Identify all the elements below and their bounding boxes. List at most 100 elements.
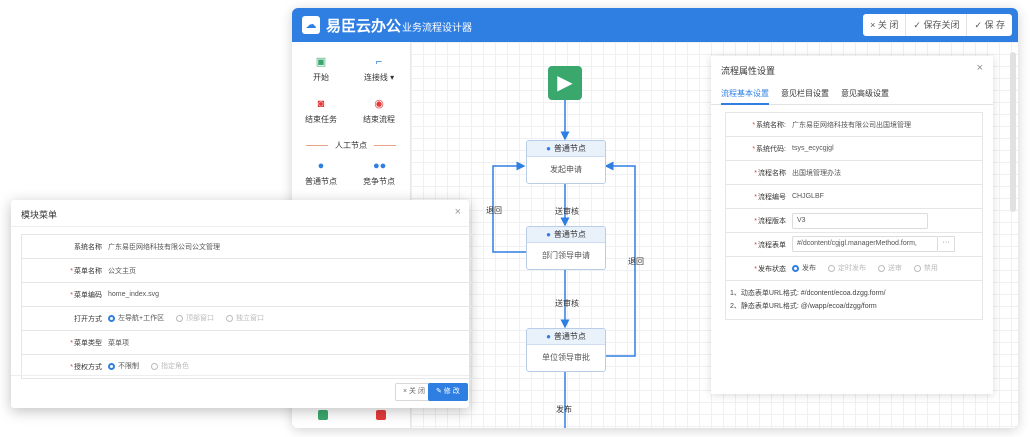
close-button[interactable]: × 关 闭 [870, 20, 899, 30]
flow-node-2[interactable]: ●普通节点 部门领导申请 [526, 226, 606, 270]
auth-radio-role[interactable]: 指定角色 [150, 361, 189, 371]
node-label: 发起申请 [550, 165, 582, 174]
palette-end-flow-label: 结束流程 [363, 115, 395, 124]
palette-start[interactable]: ▣ 开始 [296, 56, 346, 83]
prop-row-form: *流程表单 #/dcontent/cgjgl.managerMethod.for… [726, 233, 982, 257]
field-value[interactable]: home_index.svg [108, 291, 159, 298]
palette-connector-label: 连接线 ▾ [363, 73, 395, 82]
flow-node-1[interactable]: ●普通节点 发起申请 [526, 140, 606, 184]
note-dynamic: 1、动态表单URL格式: #/dcontent/ecoa.dzgg.form/ [730, 290, 886, 297]
palette-end-flow[interactable]: ◉ 结束流程 [354, 98, 404, 125]
manual-node-section: 人工节点 [302, 140, 400, 151]
field-value: tsys_ecycgjgl [792, 145, 834, 152]
palette-end-task-label: 结束任务 [305, 115, 337, 124]
field-label: 菜单名称 [74, 267, 102, 275]
menu-row-menu-name: *菜单名称 公文主页 [22, 259, 472, 283]
node-label: 单位领导审批 [542, 353, 590, 362]
edge-label-back-2: 退回 [628, 257, 644, 266]
module-menu-dialog: 模块菜单 × 系统名称 广东易臣网络科技有限公司公文管理 *菜单名称 公文主页 … [11, 200, 473, 408]
field-label: 流程名称 [758, 169, 786, 177]
field-label: 流程编号 [758, 193, 786, 201]
prop-row-process-code: *流程编号 CHJGLBF [726, 185, 982, 209]
field-value[interactable]: 公文主页 [108, 267, 136, 275]
status-radio-scheduled[interactable]: 定时发布 [827, 263, 866, 273]
field-label: 流程表单 [758, 241, 786, 249]
status-radio-publish[interactable]: 发布 [792, 263, 816, 273]
flow-edges [492, 100, 636, 428]
menu-row-auth-mode: *授权方式 不限制 指定角色 [70, 361, 189, 371]
palette-compete-node-label: 竞争节点 [363, 177, 395, 186]
tab-basic-settings[interactable]: 流程基本设置 [721, 88, 769, 105]
palette-compete-node[interactable]: ●● 竞争节点 [354, 160, 404, 187]
palette-end-task[interactable]: ◙ 结束任务 [296, 98, 346, 125]
prop-row-status: *发布状态 发布 定时发布 送审 禁用 [726, 257, 982, 281]
field-label: 系统名称 [74, 243, 102, 251]
props-form: *系统名称: 广东易臣网络科技有限公司出国境管理 *系统代码: tsys_ecy… [725, 112, 983, 320]
field-label: 系统名称: [756, 121, 786, 129]
close-icon[interactable]: × [976, 62, 983, 74]
user-icon: ● [546, 332, 551, 341]
save-close-button[interactable]: ✓ 保存关闭 [905, 14, 966, 36]
close-icon[interactable]: × [454, 206, 461, 218]
open-radio-standalone[interactable]: 独立窗口 [226, 313, 264, 323]
designer-title: 业务流程设计器 [402, 23, 472, 34]
user-icon: ● [546, 230, 551, 239]
field-label: 发布状态 [758, 265, 786, 273]
panel-title: 流程属性设置 [721, 66, 776, 76]
dialog-title: 模块菜单 [21, 210, 58, 220]
field-label: 授权方式 [74, 363, 102, 371]
start-node[interactable]: ▶ [548, 66, 582, 100]
edge-label-send-1: 送审核 [555, 207, 579, 216]
node-type: 普通节点 [553, 332, 586, 341]
browse-button[interactable]: ··· [938, 235, 955, 252]
menu-form: 系统名称 广东易臣网络科技有限公司公文管理 *菜单名称 公文主页 *菜单编码 h… [21, 234, 473, 379]
palette-icon-green[interactable] [318, 410, 328, 420]
palette-connector[interactable]: ⌐ 连接线 ▾ [354, 56, 404, 83]
palette-icon-red[interactable] [376, 410, 386, 420]
flow-node-3[interactable]: ●普通节点 单位领导审批 [526, 328, 606, 372]
field-label: 菜单编码 [74, 291, 102, 299]
auth-radio-unlimited[interactable]: 不限制 [108, 361, 139, 371]
form-url-input[interactable]: #/dcontent/cgjgl.managerMethod.form, [792, 235, 938, 252]
edge-back-2 [604, 161, 636, 357]
top-bar: ☁ 易臣云办公 业务流程设计器 × 关 闭 ✓ 保存关闭 ✓ 保 存 [292, 8, 1018, 42]
prop-row-system-code: *系统代码: tsys_ecycgjgl [726, 137, 982, 161]
palette-start-label: 开始 [313, 73, 329, 82]
edge-label-send-2: 送审核 [555, 299, 579, 308]
status-radio-disabled[interactable]: 禁用 [913, 263, 938, 273]
canvas-scrollbar[interactable] [1010, 52, 1016, 212]
brand-name: 易臣云办公 [326, 18, 402, 35]
field-value: 广东易臣网络科技有限公司出国境管理 [792, 121, 911, 129]
node-type: 普通节点 [553, 230, 586, 239]
user-icon: ● [317, 160, 325, 172]
node-label: 部门领导申请 [542, 251, 590, 260]
end-task-icon: ◙ [317, 98, 325, 110]
field-value: 出国境管理办法 [792, 169, 841, 177]
form-url-notes: 1、动态表单URL格式: #/dcontent/ecoa.dzgg.form/ … [726, 281, 982, 319]
save-button[interactable]: ✓ 保 存 [966, 14, 1012, 36]
tab-opinion-advanced[interactable]: 意见高级设置 [841, 89, 889, 98]
field-label: 系统代码: [756, 145, 786, 153]
open-radio-nav[interactable]: 左导航+工作区 [108, 313, 164, 323]
edge-back-1 [492, 161, 526, 253]
edge-label-back-1: 退回 [486, 206, 502, 215]
status-radio-review[interactable]: 送审 [877, 263, 902, 273]
play-icon: ▣ [315, 56, 327, 68]
cloud-logo-icon: ☁ [302, 16, 320, 34]
users-icon: ●● [373, 160, 387, 172]
field-value[interactable]: 菜单项 [108, 339, 129, 347]
palette-normal-node-label: 普通节点 [305, 177, 337, 186]
menu-row-system-name: 系统名称 广东易臣网络科技有限公司公文管理 [22, 235, 472, 259]
prop-row-system-name: *系统名称: 广东易臣网络科技有限公司出国境管理 [726, 113, 982, 137]
dialog-modify-button[interactable]: ✎ 修 改 [428, 383, 468, 401]
tab-opinion-columns[interactable]: 意见栏目设置 [781, 89, 829, 98]
version-input[interactable]: V3 [792, 212, 928, 229]
note-static: 2、静态表单URL格式: @/wapp/ecoa/dzgg/form [730, 303, 877, 310]
palette-normal-node[interactable]: ● 普通节点 [296, 160, 346, 187]
field-value: 广东易臣网络科技有限公司公文管理 [108, 243, 220, 251]
edge-label-publish: 发布 [556, 405, 572, 414]
prop-row-version: *流程版本 V3 [726, 209, 982, 233]
node-type: 普通节点 [553, 144, 586, 153]
open-radio-top[interactable]: 顶部窗口 [176, 313, 214, 323]
field-label: 打开方式 [74, 315, 102, 323]
